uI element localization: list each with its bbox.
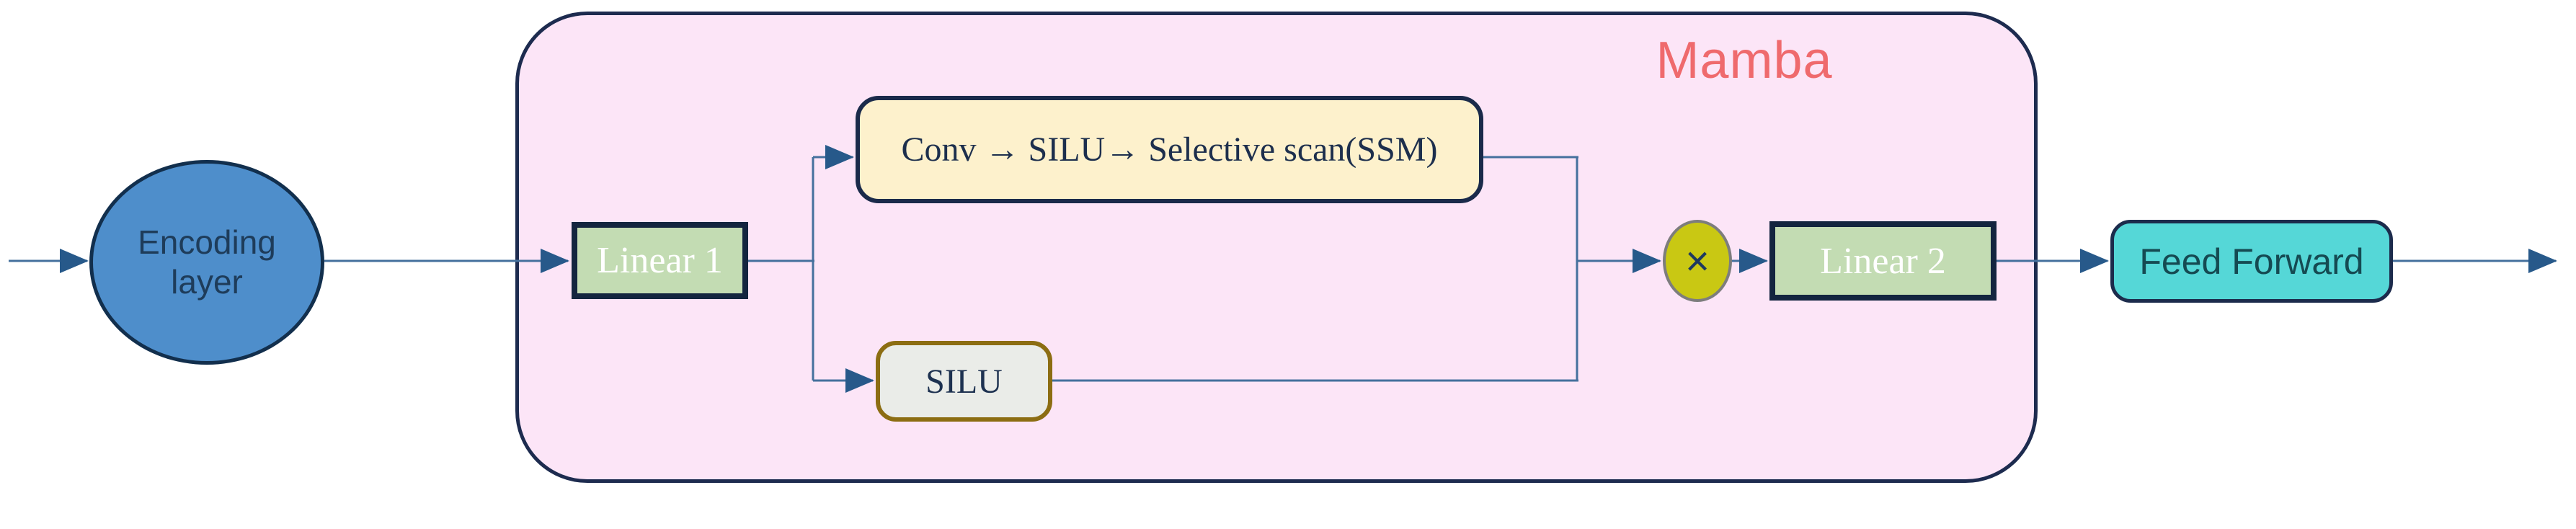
linear2-label: Linear 2 (1820, 240, 1946, 282)
encoding-layer-label: Encoding layer (138, 223, 276, 301)
multiply-node: × (1663, 220, 1732, 302)
encoding-layer-node: Encoding layer (89, 160, 324, 365)
linear1-node: Linear 1 (572, 222, 748, 299)
mamba-container-title: Mamba (1656, 32, 1833, 89)
linear1-label: Linear 1 (597, 240, 723, 281)
silu-node: SILU (876, 341, 1052, 422)
silu-label: SILU (925, 362, 1003, 401)
feed-forward-label: Feed Forward (2139, 241, 2364, 282)
linear2-node: Linear 2 (1769, 221, 1997, 301)
multiply-icon: × (1685, 237, 1710, 285)
conv-silu-ssm-label: Conv → SILU→ Selective scan(SSM) (901, 130, 1438, 169)
conv-silu-ssm-node: Conv → SILU→ Selective scan(SSM) (856, 96, 1483, 203)
feed-forward-node: Feed Forward (2110, 220, 2393, 303)
